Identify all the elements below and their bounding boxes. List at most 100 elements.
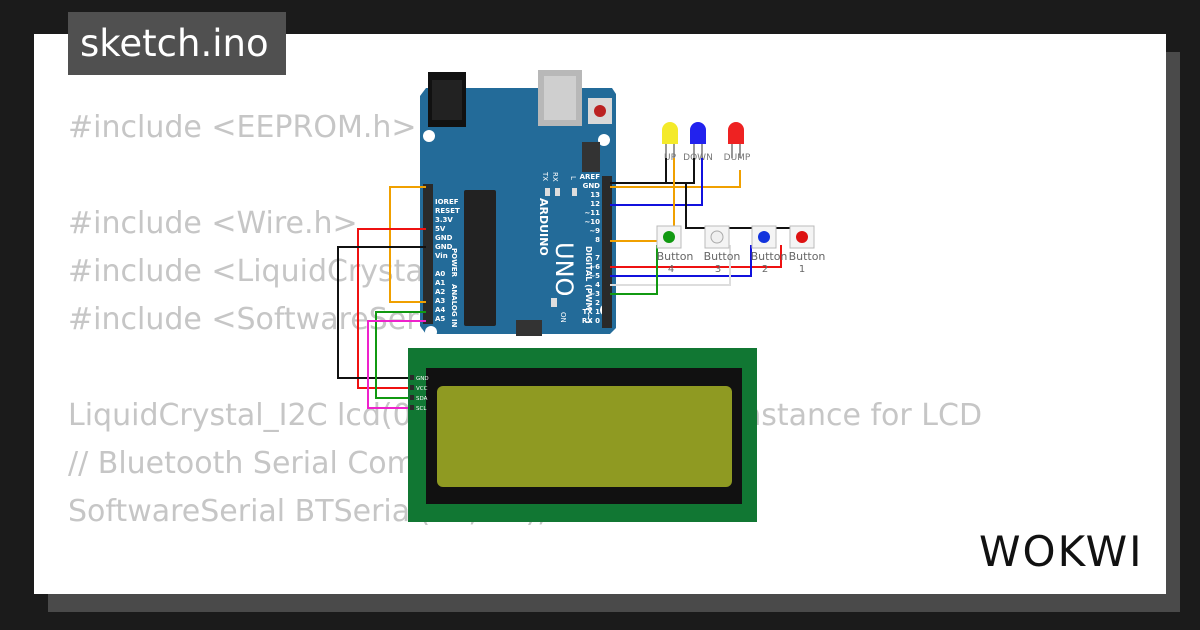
wire-green-button4 [610,245,658,295]
led-dump[interactable]: DUMP [724,122,751,163]
analog-label: ANALOG IN [450,284,458,328]
wire-magenta-scl [367,320,426,409]
rx-led [555,188,560,196]
lcd-pin-label: VCC [416,386,428,392]
lcd-pin-label: GND [416,376,429,382]
pin-label: Vin [435,252,448,260]
button-label: Button [751,250,788,263]
led-body [690,122,706,144]
l-led [572,188,577,196]
button-3[interactable]: Button 3 [704,225,741,275]
lcd-display[interactable]: GND VCC SDA SCL [408,348,757,522]
led-body [662,122,678,144]
rx-label: RX [551,172,559,182]
reset-button[interactable] [594,105,606,117]
pin-label: 3.3V [435,216,453,224]
pin-label: 7 [595,254,600,262]
pin-label: ~3 [589,290,600,298]
tx-label: TX [541,171,549,181]
wire-orange-dump [610,170,741,188]
wire-white-button3 [610,245,731,286]
button-number: 2 [762,264,768,275]
lcd-pin [410,395,414,400]
pin-label: 5V [435,225,446,233]
pin-label: A4 [435,306,445,314]
button-cap [796,231,808,243]
icsp-header [582,142,600,172]
button-label: Button [704,250,741,263]
lcd-pin [410,385,414,390]
pin-label: RESET [435,207,460,215]
header-pins-right [602,176,612,328]
led-label: DUMP [724,153,751,163]
led-body [728,122,744,144]
mounting-hole [423,130,435,142]
wire-blue-down [610,158,703,206]
board-model: UNO [550,242,578,296]
wokwi-logo: WOKWI [979,527,1144,576]
code-line: #include <Wire.h> [68,206,358,241]
wire-red-button1 [610,245,782,268]
code-line: #include <EEPROM.h> [68,110,417,145]
lcd-pin-label: SCL [416,406,427,412]
wire-black-gnd-2 [660,158,695,184]
icsp-header-bottom [516,320,542,336]
button-2[interactable]: Button 2 [751,225,788,275]
header-strip [423,184,433,324]
pin-label: 13 [590,191,600,199]
pin-label: 12 [590,200,600,208]
button-cap [710,230,724,244]
tx-led [545,188,550,196]
atmega-chip [464,190,496,326]
pin-label: 8 [595,236,600,244]
wire-red-vcc [357,228,426,389]
file-tab[interactable]: sketch.ino [68,12,286,75]
wire-black-gnd [610,158,667,184]
header-strip [602,176,612,328]
lcd-pin-label: SDA [416,396,428,402]
pin-label: GND [435,243,453,251]
pin-label: TX 1 [583,308,601,316]
lcd-pin [410,375,414,380]
lcd-screen [437,386,732,487]
button-label: Button [789,250,826,263]
pin-label: ~9 [589,227,600,235]
button-cap [663,231,675,243]
pin-label: 4 [595,281,600,289]
usb-port-inner [544,76,576,120]
pin-label: RX 0 [582,317,600,325]
button-cap [758,231,770,243]
pin-label: ~5 [589,272,600,280]
pin-label: AREF [580,173,601,181]
l-label: L [569,176,577,180]
led-up[interactable]: UP [662,122,678,163]
pin-label: 2 [595,299,600,307]
button-label: Button [657,250,694,263]
lcd-pin [410,405,414,410]
pin-label: GND [583,182,601,190]
button-1[interactable]: Button 1 [789,225,826,275]
wire-orange-a3 [389,186,426,303]
pin-label: A5 [435,315,445,323]
pin-label: ~11 [584,209,600,217]
button-number: 3 [715,264,721,275]
power-label: POWER [450,248,458,278]
button-number: 4 [668,264,674,275]
pin-label: IOREF [435,198,459,206]
header-pins-left [423,184,433,324]
led-label: DOWN [683,153,713,163]
dc-jack-inner [432,80,462,120]
button-4[interactable]: Button 4 [656,225,694,275]
led-down[interactable]: DOWN [683,122,713,163]
on-led [551,298,557,307]
pin-label: A2 [435,288,445,296]
wokwi-logo-text: WOKWI [979,527,1144,576]
pin-label: A1 [435,279,445,287]
mounting-hole [425,326,437,338]
arduino-uno-board[interactable]: IOREF RESET 3.3V 5V GND GND Vin A0 A1 A2… [420,70,616,338]
led-label: UP [664,153,677,163]
pin-label: ~10 [584,218,600,226]
pin-label: A0 [435,270,445,278]
code-line: // Debug Switch [68,584,982,594]
